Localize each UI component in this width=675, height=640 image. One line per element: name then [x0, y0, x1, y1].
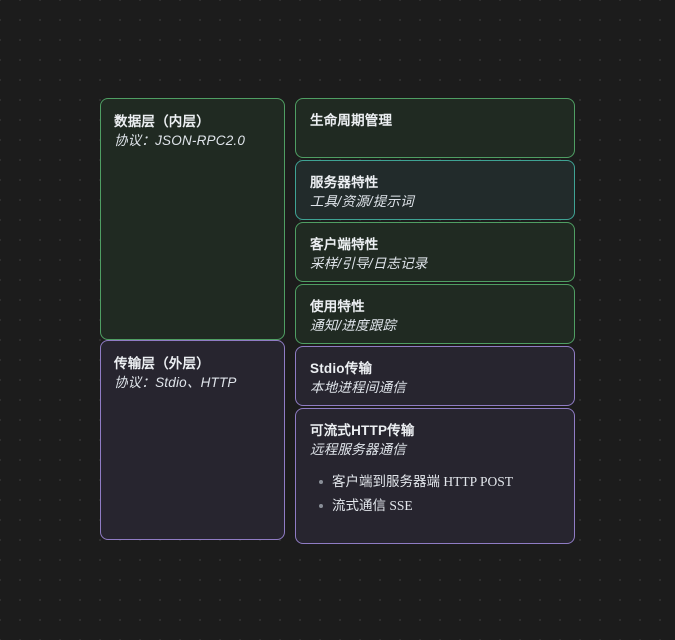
data-layer-subtitle: 协议：JSON-RPC2.0 — [114, 133, 246, 148]
data-layer-box: 数据层（内层） 协议：JSON-RPC2.0 — [100, 98, 285, 340]
architecture-diagram: 数据层（内层） 协议：JSON-RPC2.0 传输层（外层） 协议：Stdio、… — [100, 98, 575, 544]
component-title: 客户端特性 — [310, 237, 379, 252]
transport-layer-title: 传输层（外层） — [114, 356, 210, 371]
transport-layer-box: 传输层（外层） 协议：Stdio、HTTP — [100, 340, 285, 540]
component-lifecycle: 生命周期管理 — [295, 98, 575, 158]
list-item: 客户端到服务器端 HTTP POST — [319, 470, 560, 494]
component-title: 可流式HTTP传输 — [310, 423, 415, 438]
component-bullet-list: 客户端到服务器端 HTTP POST 流式通信 SSE — [310, 470, 560, 518]
component-client-features: 客户端特性 采样/引导/日志记录 — [295, 222, 575, 282]
component-usage-features: 使用特性 通知/进度跟踪 — [295, 284, 575, 344]
transport-layer-subtitle: 协议：Stdio、HTTP — [114, 375, 237, 390]
component-title: 服务器特性 — [310, 175, 379, 190]
component-title: 生命周期管理 — [310, 113, 393, 128]
component-subtitle: 通知/进度跟踪 — [310, 318, 397, 333]
component-streamable-http-transport: 可流式HTTP传输 远程服务器通信 客户端到服务器端 HTTP POST 流式通… — [295, 408, 575, 544]
data-layer-title: 数据层（内层） — [114, 114, 210, 129]
component-server-features: 服务器特性 工具/资源/提示词 — [295, 160, 575, 220]
component-subtitle: 工具/资源/提示词 — [310, 194, 414, 209]
component-title: 使用特性 — [310, 299, 365, 314]
list-item: 流式通信 SSE — [319, 494, 560, 518]
component-subtitle: 采样/引导/日志记录 — [310, 256, 428, 271]
component-title: Stdio传输 — [310, 361, 373, 376]
component-column: 生命周期管理 服务器特性 工具/资源/提示词 客户端特性 采样/引导/日志记录 … — [295, 98, 575, 546]
component-stdio-transport: Stdio传输 本地进程间通信 — [295, 346, 575, 406]
component-subtitle: 远程服务器通信 — [310, 442, 406, 457]
component-subtitle: 本地进程间通信 — [310, 380, 406, 395]
